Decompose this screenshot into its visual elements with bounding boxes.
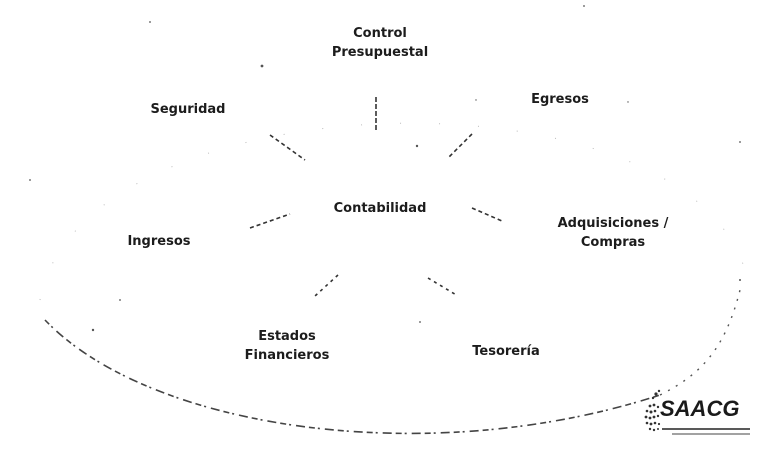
node-control-line2: Presupuestal bbox=[331, 45, 429, 60]
node-estados-financieros: Estados Financieros bbox=[232, 327, 342, 365]
node-control-line1: Control bbox=[353, 26, 407, 41]
node-estados-line2: Financieros bbox=[244, 348, 330, 363]
connector-tesoreria bbox=[427, 277, 459, 297]
node-seguridad-label: Seguridad bbox=[150, 102, 226, 117]
node-tesoreria-label: Tesorería bbox=[472, 344, 540, 359]
saacg-globe-icon bbox=[644, 389, 750, 435]
connector-ingresos bbox=[249, 213, 291, 229]
outer-arc-bottom bbox=[44, 319, 661, 435]
connector-estados bbox=[314, 274, 339, 297]
node-estados-line1: Estados bbox=[258, 329, 316, 344]
node-ingresos: Ingresos bbox=[114, 232, 204, 251]
node-control-presupuestal: Control Presupuestal bbox=[318, 24, 442, 62]
connector-adquisiciones bbox=[471, 207, 503, 222]
node-ingresos-label: Ingresos bbox=[127, 234, 191, 249]
node-contabilidad-label: Contabilidad bbox=[333, 201, 427, 216]
node-tesoreria: Tesorería bbox=[458, 342, 554, 361]
connector-seguridad bbox=[269, 134, 306, 161]
node-contabilidad-center: Contabilidad bbox=[320, 199, 440, 218]
node-adquisiciones-line2: Compras bbox=[580, 235, 646, 250]
saacg-logo-text: SAACG bbox=[660, 396, 740, 421]
node-adquisiciones-compras: Adquisiciones / Compras bbox=[545, 214, 681, 252]
saacg-logo: SAACG bbox=[638, 386, 758, 444]
node-egresos: Egresos bbox=[520, 90, 600, 109]
node-egresos-label: Egresos bbox=[531, 92, 589, 107]
connector-egresos bbox=[447, 133, 473, 159]
node-adquisiciones-line1: Adquisiciones / bbox=[557, 216, 669, 231]
outer-arc-right bbox=[659, 289, 741, 396]
node-seguridad: Seguridad bbox=[140, 100, 236, 119]
speck-group bbox=[29, 5, 741, 332]
